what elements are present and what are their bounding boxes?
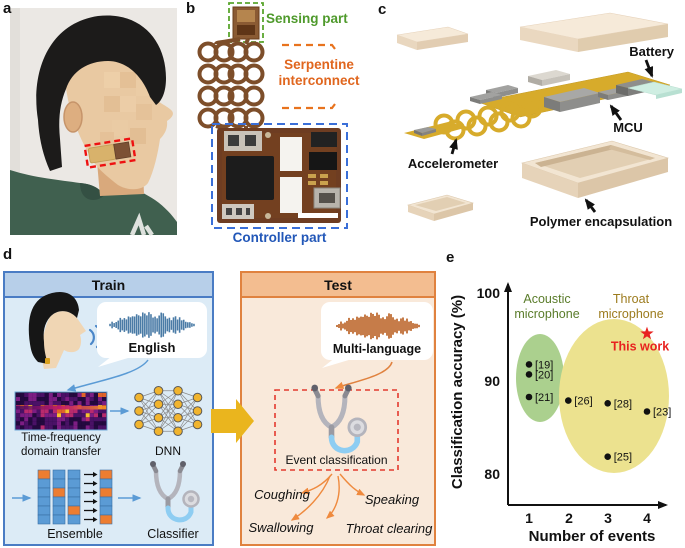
- ear: [63, 101, 83, 133]
- panel-label-c: c: [378, 1, 387, 18]
- event-coughing: Coughing: [254, 487, 310, 502]
- arrow-bubble-to-spectrogram: [66, 359, 149, 392]
- test-title: Test: [324, 277, 352, 293]
- flexible-pcb: [404, 70, 683, 141]
- y-axis-label: Classification accuracy (%): [449, 295, 466, 489]
- waveform-multilanguage: [336, 312, 422, 340]
- svg-text:[28]: [28]: [614, 398, 632, 410]
- ytick-100: 100: [477, 285, 501, 301]
- event-speaking: Speaking: [364, 492, 420, 507]
- event-classification-label: Event classification: [285, 453, 388, 467]
- event-fanout-arrows: [290, 473, 366, 521]
- xtick-3: 3: [604, 510, 612, 526]
- spectrogram-caption: Time-frequency domain transfer: [21, 432, 101, 458]
- serpentine-dashed-bracket: [282, 43, 339, 110]
- xtick-4: 4: [643, 510, 651, 526]
- hair: [36, 15, 167, 171]
- battery-label: Battery: [629, 44, 674, 59]
- svg-text:[23]: [23]: [653, 407, 671, 419]
- sweater-logo: [129, 212, 154, 237]
- classifier-label: Classifier: [147, 527, 199, 541]
- svg-text:[19]: [19]: [535, 359, 553, 371]
- chart-panel: 100 90 80 1 2 3 4 Number of events Class…: [449, 282, 671, 545]
- encapsulation-slab-large: [519, 12, 669, 52]
- controller-part-label: Controller part: [232, 230, 327, 245]
- encapsulation-slab-small: [396, 26, 469, 50]
- svg-text:[21]: [21]: [535, 392, 553, 404]
- svg-text:Throat: Throat: [613, 292, 650, 306]
- svg-text:Acoustic: Acoustic: [523, 292, 570, 306]
- speech-bubble-train: [97, 302, 207, 367]
- throat-group-ellipse: [559, 319, 669, 473]
- scale-bar: [298, 213, 338, 218]
- ensemble-label: Ensemble: [47, 527, 103, 541]
- event-classification-box: [274, 389, 399, 471]
- panel-label-e: e: [446, 249, 455, 266]
- train-header: [3, 271, 214, 298]
- accelerometer-chip: [414, 127, 436, 136]
- panel-label-d: d: [3, 246, 13, 263]
- mcu-label: MCU: [613, 120, 643, 135]
- encapsulation-label: Polymer encapsulation: [529, 214, 673, 229]
- multilanguage-label: Multi-language: [332, 342, 422, 356]
- test-header: [240, 271, 436, 298]
- sensing-part-label: Sensing part: [266, 11, 348, 26]
- encapsulation-tray-large: [520, 140, 670, 198]
- accelerometer-label: Accelerometer: [407, 156, 499, 171]
- xtick-2: 2: [565, 510, 573, 526]
- train-title: Train: [91, 277, 126, 293]
- svg-text:microphone: microphone: [514, 307, 579, 321]
- mcu-chip: [544, 88, 600, 112]
- spectrogram: [14, 391, 108, 431]
- photo-person-wearing-device: [10, 8, 177, 237]
- svg-text:microphone: microphone: [598, 307, 663, 321]
- arrow-bubble-to-eventbox: [334, 361, 393, 389]
- exploded-view: [396, 12, 683, 221]
- controller-pcb: [211, 123, 348, 229]
- english-label: English: [128, 340, 176, 355]
- train-to-test-arrow: [211, 399, 254, 443]
- svg-text:[26]: [26]: [574, 396, 592, 408]
- device-highlight-box: [83, 137, 137, 169]
- pcb-serpentine-coils: [433, 97, 543, 141]
- battery-3d: [616, 79, 683, 99]
- sweater: [10, 170, 177, 235]
- panel-label-b: b: [186, 0, 196, 17]
- ensemble-icon: [37, 469, 113, 525]
- ytick-90: 90: [484, 373, 500, 389]
- event-throat-clearing: Throat clearing: [345, 521, 433, 536]
- sensing-part-chip: [228, 2, 264, 43]
- classifier-stethoscope-icon: [150, 461, 200, 523]
- waveform-english: [109, 312, 197, 338]
- dnn-icon: [134, 385, 203, 437]
- xtick-1: 1: [525, 510, 533, 526]
- event-swallowing: Swallowing: [248, 520, 314, 535]
- svg-text:This work: This work: [611, 340, 669, 354]
- dnn-label: DNN: [155, 444, 181, 458]
- event-stethoscope-icon: [311, 384, 368, 454]
- neck-device-dot: [45, 358, 50, 364]
- controller-dashed-box: [211, 123, 348, 229]
- speech-bubble-test: [321, 302, 433, 368]
- encapsulation-tray-small: [406, 194, 475, 221]
- ytick-80: 80: [484, 466, 500, 482]
- panel-label-a: a: [3, 0, 12, 17]
- device-photo: [197, 2, 348, 229]
- chart-data-points: [19][20] [21] [26] [28] [23] [25] This work: [525, 326, 671, 464]
- svg-text:[25]: [25]: [614, 452, 632, 464]
- serpentine-trace: [197, 37, 265, 132]
- serpentine-label: Serpentine interconnect: [278, 57, 360, 88]
- this-work-star: [640, 326, 654, 340]
- panel-c-arrows: [449, 59, 654, 213]
- x-axis-label: Number of events: [529, 528, 656, 545]
- svg-text:[20]: [20]: [535, 369, 553, 381]
- device-on-neck: [83, 137, 137, 169]
